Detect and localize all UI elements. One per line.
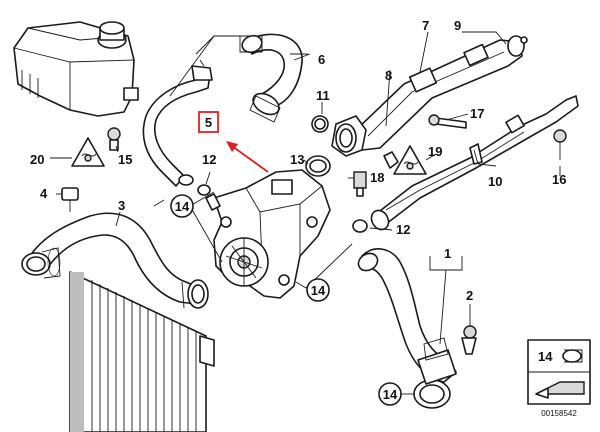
callout-14-bottom: 14	[378, 382, 402, 406]
small-parts	[47, 114, 567, 355]
callout-10: 10	[488, 174, 502, 189]
callout-4: 4	[40, 186, 48, 201]
callout-6: 6	[318, 52, 325, 67]
callout-11: 11	[316, 88, 330, 103]
clamp-legend: 14	[538, 349, 583, 364]
bypass-hose	[142, 59, 213, 187]
coolant-pipe-assembly	[331, 35, 528, 169]
svg-text:14: 14	[311, 283, 326, 298]
callout-18: 18	[370, 170, 384, 185]
callout-9: 9	[454, 18, 461, 33]
callout-5: 5	[205, 115, 212, 130]
callout-16: 16	[552, 172, 566, 187]
callout-3: 3	[118, 198, 125, 213]
callout-14-middle: 14	[306, 278, 330, 302]
callout-12-right: 12	[396, 222, 410, 237]
callout-2: 2	[466, 288, 473, 303]
radiator-upper-hose	[21, 212, 209, 309]
callout-19: 19	[428, 144, 442, 159]
radiator-lower-hose	[357, 248, 457, 409]
warning-label-19	[393, 145, 427, 175]
warning-label-20	[71, 137, 105, 167]
highlighted-part-5: 5	[198, 111, 269, 173]
water-pump	[205, 169, 331, 299]
catalog-number: 00158542	[541, 409, 577, 418]
callout-14-left: 14	[170, 194, 194, 218]
callout-17: 17	[470, 106, 484, 121]
callout-7: 7	[422, 18, 429, 33]
callout-12-left: 12	[202, 152, 216, 167]
upper-hose	[239, 33, 303, 123]
callout-15: 15	[118, 152, 132, 167]
svg-text:14: 14	[175, 199, 190, 214]
highlight-arrow-line	[231, 145, 269, 173]
callout-13: 13	[290, 152, 304, 167]
callout-8: 8	[385, 68, 392, 83]
expansion-tank	[13, 21, 139, 117]
radiator	[69, 271, 215, 432]
highlight-arrow-head	[226, 141, 238, 152]
legend-callout-14: 14	[538, 349, 553, 364]
legend-box: 14 00158542	[527, 339, 591, 418]
callout-14-group: 14 14 14	[170, 194, 402, 406]
svg-text:14: 14	[383, 387, 398, 402]
arrow-legend	[535, 381, 585, 399]
callout-20: 20	[30, 152, 44, 167]
callout-1: 1	[444, 246, 451, 261]
callout-labels: 6 7 9 8 11 17 13 18 19 10 16 12 12 15 20…	[30, 18, 566, 303]
highlight-box	[198, 111, 219, 133]
